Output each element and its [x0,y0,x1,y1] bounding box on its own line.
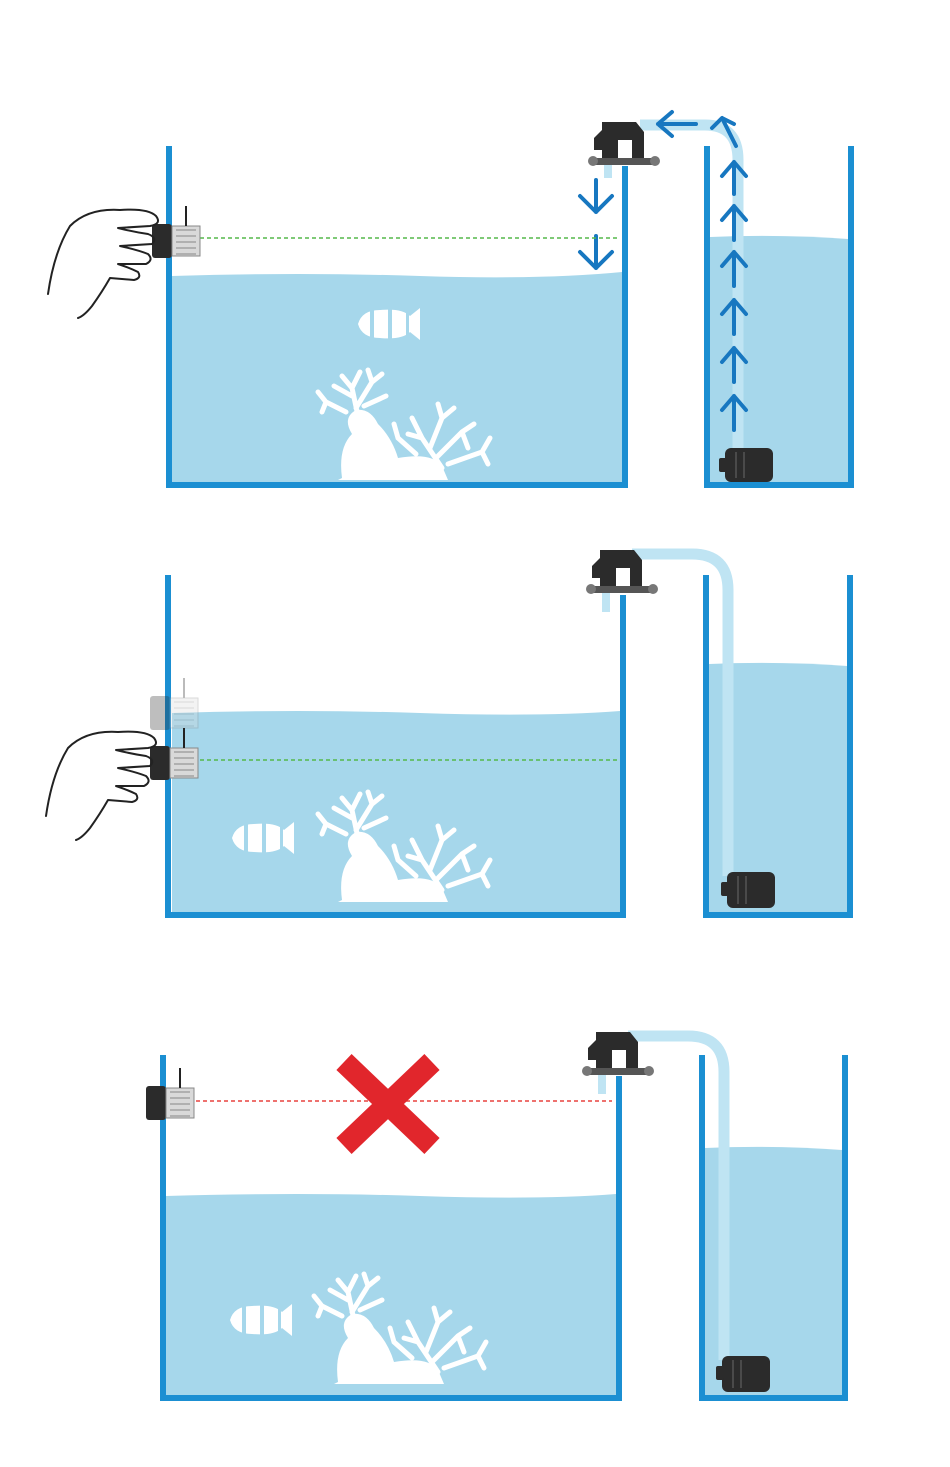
level-sensor-ghost-icon [150,678,198,730]
hand-outline [46,732,156,840]
panel-2 [46,550,850,915]
fish-stripe [242,1306,246,1334]
cross-mark-icon [344,1062,432,1146]
fish-stripe [260,1305,264,1335]
main-tank-water [172,272,622,483]
hand-holding-icon [46,732,156,840]
hand-outline [48,210,158,318]
sensor-body [150,696,170,730]
panel-3 [146,1032,845,1398]
fish-stripe [280,826,283,850]
level-sensor-icon [146,1068,194,1120]
return-pump-icon [721,872,775,908]
fish-stripe [262,823,266,853]
hand-holding-icon [48,210,158,318]
fish-stripe [388,309,392,339]
fish-stripe [278,1308,281,1332]
return-pump-icon [719,448,773,482]
fish-stripe [244,824,248,852]
fish-stripe [406,312,409,336]
panel-1 [48,112,851,485]
flow-arrows-down [580,180,612,268]
sensor-body [146,1086,166,1120]
return-pump-icon [716,1356,770,1392]
level-sensor-icon [152,206,200,258]
fish-stripe [370,310,374,338]
sump-water [710,236,848,483]
